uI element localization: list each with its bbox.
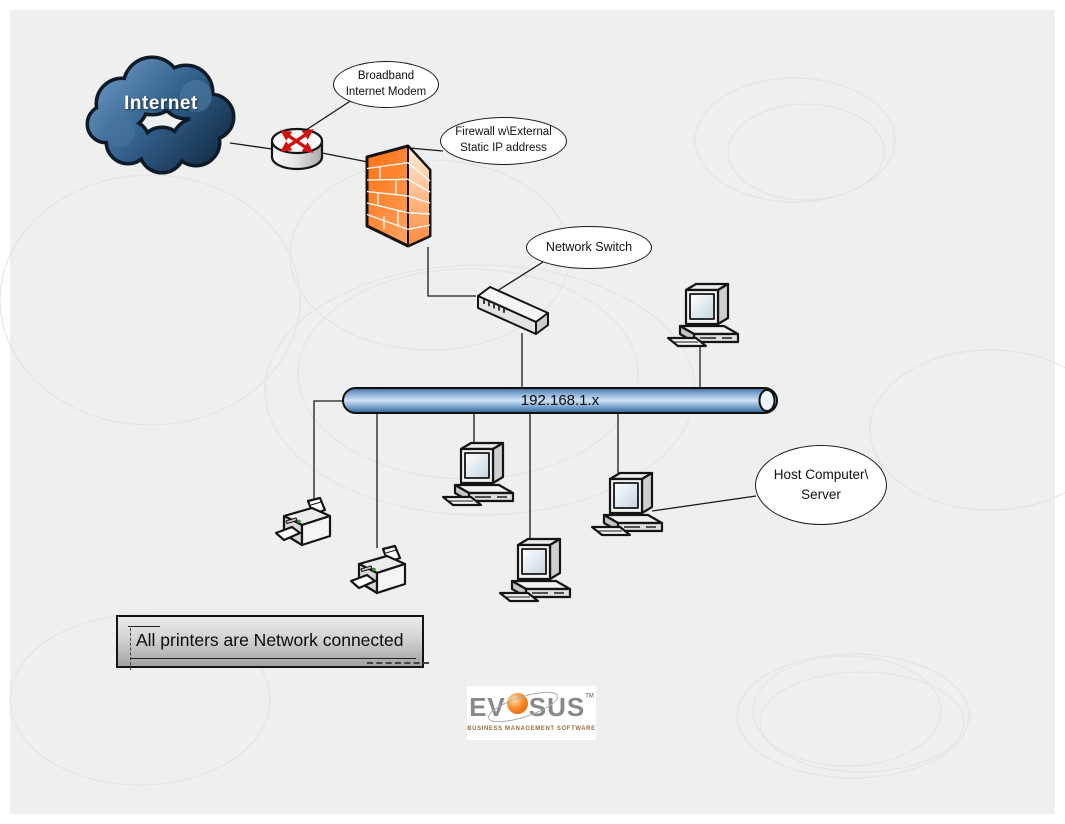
firewall-icon	[365, 144, 432, 248]
callout-switch-label: Network Switch	[545, 240, 633, 255]
note-dash-vertical	[130, 628, 131, 670]
logo-orb-icon	[506, 692, 528, 714]
callout-line-modem	[302, 99, 353, 133]
callout-firewall: Firewall w\External Static IP address	[440, 117, 567, 165]
printers-note-box: All printers are Network connected	[116, 615, 429, 670]
callout-line-switch	[496, 261, 544, 292]
logo-trademark: TM	[585, 693, 594, 700]
modem-router-icon	[270, 127, 324, 171]
cable-modem-firewall	[321, 152, 369, 163]
callout-modem-line1: Broadband	[357, 69, 415, 82]
callout-line-host	[651, 495, 757, 512]
cable-firewall-switch	[427, 247, 476, 297]
callout-modem: Broadband Internet Modem	[333, 61, 439, 108]
note-dash-horizontal	[367, 662, 429, 664]
callout-line-firewall	[408, 147, 444, 152]
callout-firewall-line1: Firewall w\External	[455, 126, 552, 139]
bus-subnet-label: 192.168.1.x	[520, 392, 600, 409]
evosus-logo: EV SUSTM BUSINESS MANAGEMENT SOFTWARE	[467, 686, 596, 740]
internet-label: Internet	[124, 93, 198, 114]
switch-icon	[477, 286, 549, 335]
network-cables	[229, 99, 757, 548]
callout-network-switch: Network Switch	[526, 226, 652, 269]
callout-host-server: Host Computer\ Server	[755, 445, 887, 525]
cable-bus-printer1	[313, 400, 343, 500]
callout-firewall-line2: Static IP address	[460, 142, 547, 154]
cable-cloud-modem	[229, 142, 273, 150]
note-underline	[130, 658, 416, 659]
internet-cloud	[85, 55, 236, 175]
logo-tagline: BUSINESS MANAGEMENT SOFTWARE	[467, 726, 596, 732]
note-tick	[128, 626, 160, 627]
callout-host-line1: Host Computer\	[773, 466, 869, 482]
evosus-wordmark: EV SUSTM	[467, 692, 596, 723]
logo-prefix: EV	[469, 692, 506, 722]
network-bus	[342, 387, 778, 414]
logo-suffix: SUS	[528, 692, 586, 722]
printers-note-text: All printers are Network connected	[136, 630, 404, 650]
callout-host-line2: Server	[801, 487, 841, 502]
callout-modem-line2: Internet Modem	[345, 85, 427, 98]
